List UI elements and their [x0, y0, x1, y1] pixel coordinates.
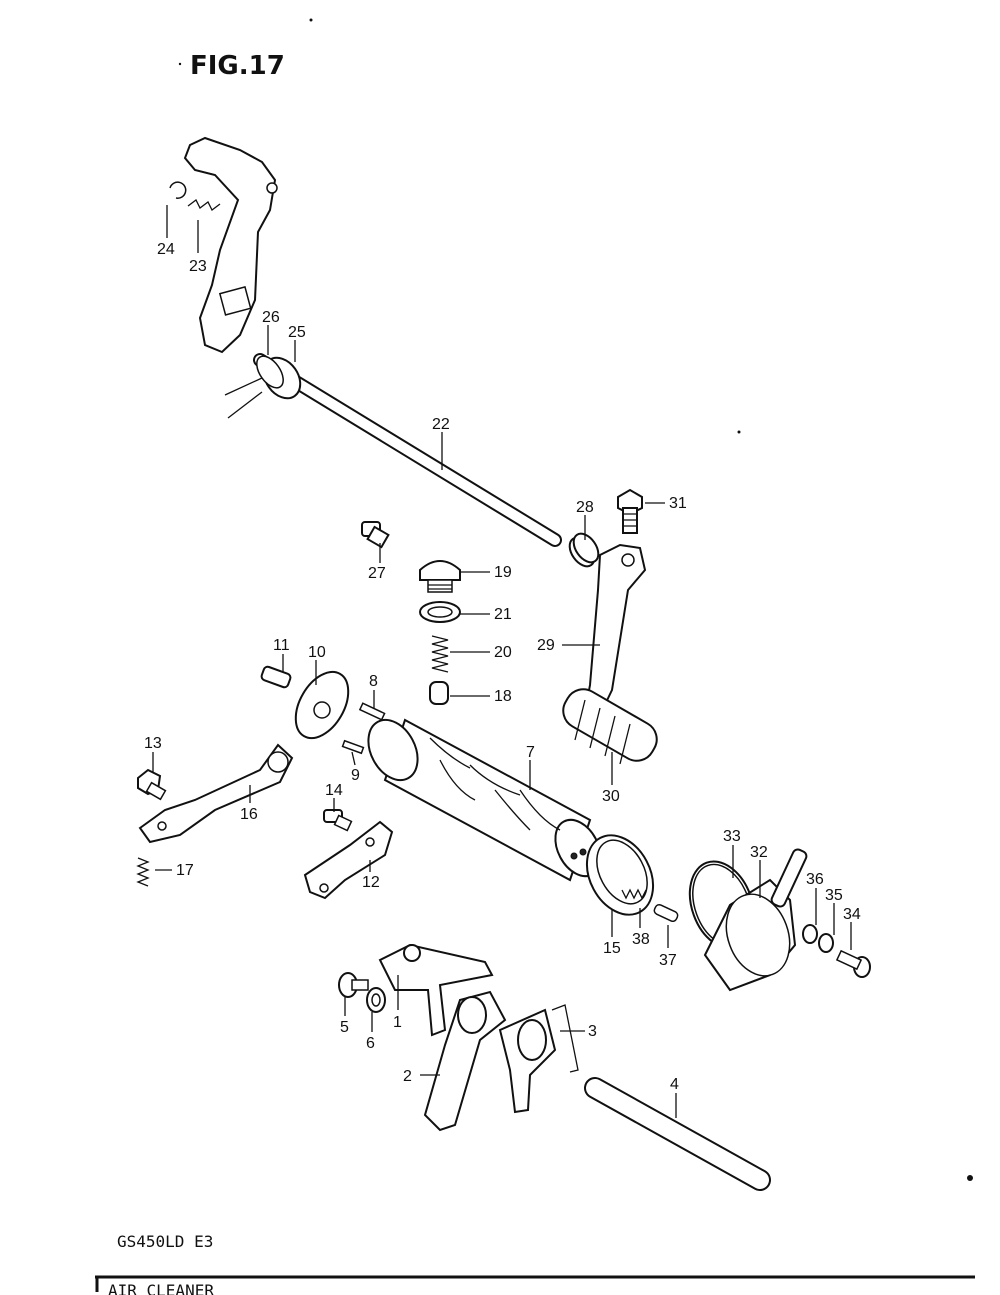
callout-20: 20 [494, 644, 512, 661]
callout-37: 37 [659, 952, 677, 969]
callout-15: 15 [603, 940, 621, 957]
shift-fork-2-part [423, 990, 507, 1132]
callout-25: 25 [288, 324, 306, 341]
callout-31: 31 [669, 495, 687, 512]
callout-6: 6 [366, 1035, 375, 1052]
callout-16: 16 [240, 806, 258, 823]
callout-11: 11 [273, 637, 290, 654]
leader-lines [152, 205, 852, 1118]
circlip-part [169, 181, 187, 199]
model-code: GS450LD E3 [117, 1232, 213, 1251]
callout-30: 30 [602, 788, 620, 805]
callout-5: 5 [340, 1019, 349, 1036]
callout-26: 26 [262, 309, 280, 326]
callout-13: 13 [144, 735, 162, 752]
contact-spring-part [621, 888, 647, 900]
callout-29: 29 [537, 637, 555, 654]
scan-specks [178, 18, 973, 1181]
drain-plug-part [419, 560, 461, 593]
gasket-part [419, 601, 461, 623]
callout-36: 36 [806, 871, 824, 888]
callout-35: 35 [825, 887, 843, 904]
neutral-plunger-part [429, 681, 449, 705]
shift-shaft-part [224, 353, 596, 568]
callout-23: 23 [189, 258, 207, 275]
spring-small-part [187, 199, 221, 211]
washer-35-part [818, 933, 834, 953]
callout-10: 10 [308, 644, 326, 661]
callout-34: 34 [843, 906, 861, 923]
callout-32: 32 [750, 844, 768, 861]
contact-pin-part [653, 903, 679, 923]
guide-screw-part [323, 809, 353, 832]
callout-8: 8 [369, 673, 378, 690]
return-spring-part [136, 857, 150, 887]
washer-36-part [802, 924, 818, 944]
callout-7: 7 [526, 744, 535, 761]
callout-21: 21 [494, 606, 512, 623]
cover-screw-part [835, 949, 871, 978]
callout-33: 33 [723, 828, 741, 845]
cam-stopper-plate-part [294, 670, 350, 740]
callout-3: 3 [588, 1023, 597, 1040]
shift-fork-1-part [378, 943, 494, 1037]
pin-short-part [341, 739, 365, 755]
callout-22: 22 [432, 416, 450, 433]
figure-title: FIG.17 [190, 51, 285, 81]
callout-18: 18 [494, 688, 512, 705]
callout-24: 24 [157, 241, 175, 258]
callout-4: 4 [670, 1076, 679, 1093]
footer-fragment: AIR CLEANER [108, 1281, 214, 1295]
gearshift-arm-part [183, 136, 278, 354]
callout-2: 2 [403, 1068, 412, 1085]
spring-part [431, 635, 449, 673]
cover-part [703, 848, 808, 992]
cam-guide-part [303, 820, 394, 900]
pin-part [358, 702, 386, 721]
fork-washer-part [366, 987, 386, 1013]
plate-screw-part [260, 665, 292, 689]
callout-17: 17 [176, 862, 194, 879]
fork-shaft-part [584, 1077, 771, 1191]
callout-numbers: 24 23 26 25 22 28 31 27 19 21 20 18 29 3… [144, 241, 861, 1093]
callout-1: 1 [393, 1014, 402, 1031]
callout-28: 28 [576, 499, 594, 516]
fork-bolt-part [338, 972, 369, 998]
callout-12: 12 [362, 874, 380, 891]
callout-9: 9 [351, 767, 360, 784]
oil-seal-part [572, 532, 600, 564]
callout-19: 19 [494, 564, 512, 581]
drum-bearing-part [585, 834, 655, 916]
cam-stopper-arm-part [138, 743, 294, 844]
neutral-switch-part [361, 521, 390, 549]
stopper-bolt-part [137, 768, 167, 801]
callout-14: 14 [325, 782, 343, 799]
shift-fork-3-part [498, 1004, 579, 1114]
gear-shift-lever-part [562, 543, 658, 765]
callout-38: 38 [632, 931, 650, 948]
callout-27: 27 [368, 565, 386, 582]
shift-drum-part [367, 718, 602, 882]
lever-bolt-part [617, 488, 643, 534]
